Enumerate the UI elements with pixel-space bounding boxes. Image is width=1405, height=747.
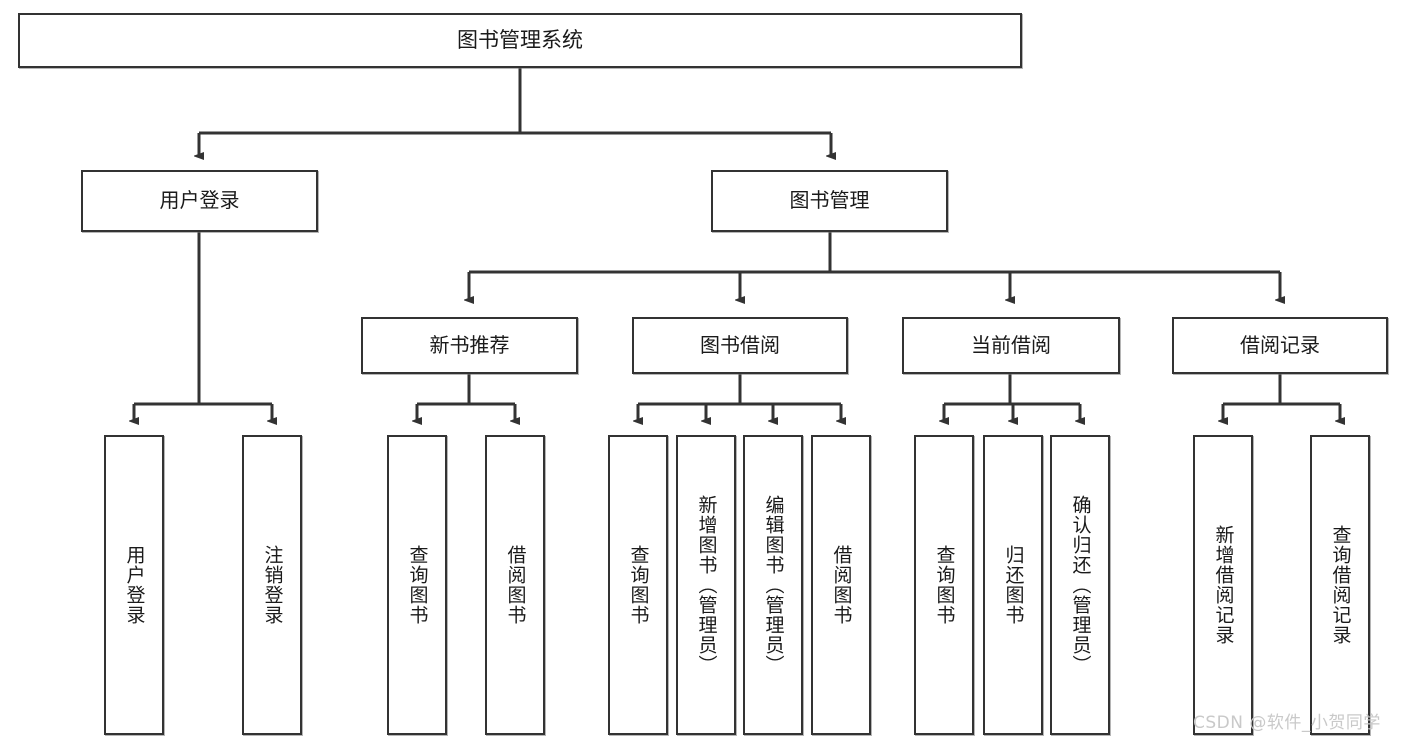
node-leaf-confirm-return[interactable]: 确认归还（管理员）: [1050, 435, 1110, 735]
node-user-login-label: 用户登录: [159, 188, 240, 213]
node-leaf-user-login[interactable]: 用户登录: [104, 435, 164, 735]
node-leaf-query-record-label: 查询借阅记录: [1329, 525, 1352, 645]
node-leaf-add-record-label: 新增借阅记录: [1212, 525, 1235, 645]
node-book-manage[interactable]: 图书管理: [711, 170, 948, 232]
node-current-borrow[interactable]: 当前借阅: [902, 317, 1120, 374]
node-current-borrow-label: 当前借阅: [971, 332, 1051, 357]
node-borrow-record[interactable]: 借阅记录: [1172, 317, 1388, 374]
node-leaf-edit-book-label: 编辑图书（管理员）: [762, 495, 785, 675]
edge-group-borrow-record: [1223, 374, 1340, 421]
node-user-login[interactable]: 用户登录: [81, 170, 318, 232]
node-root[interactable]: 图书管理系统: [18, 13, 1022, 68]
node-borrow-record-label: 借阅记录: [1240, 332, 1320, 357]
node-leaf-confirm-return-label: 确认归还（管理员）: [1069, 495, 1092, 675]
watermark: CSDN @软件_小贺同学: [1193, 713, 1381, 733]
edge-group-new-book-recommend: [417, 374, 515, 421]
edge-group-book-borrow: [638, 374, 841, 421]
node-root-label: 图书管理系统: [457, 28, 583, 53]
node-book-manage-label: 图书管理: [789, 188, 870, 213]
node-leaf-user-logout[interactable]: 注销登录: [242, 435, 302, 735]
node-leaf-query-book-3[interactable]: 查询图书: [914, 435, 974, 735]
node-leaf-query-book-1[interactable]: 查询图书: [387, 435, 447, 735]
node-leaf-query-book-2-label: 查询图书: [627, 545, 650, 625]
node-leaf-query-book-1-label: 查询图书: [406, 545, 429, 625]
node-leaf-edit-book[interactable]: 编辑图书（管理员）: [743, 435, 803, 735]
node-leaf-add-book-label: 新增图书（管理员）: [695, 495, 718, 675]
edge-group-book-manage: [469, 232, 1280, 300]
node-new-book-recommend-label: 新书推荐: [429, 332, 510, 357]
node-leaf-query-book-2[interactable]: 查询图书: [608, 435, 668, 735]
node-new-book-recommend[interactable]: 新书推荐: [361, 317, 578, 374]
edge-group-current-borrow: [944, 374, 1080, 421]
node-leaf-borrow-book-2-label: 借阅图书: [830, 545, 853, 625]
node-leaf-user-logout-label: 注销登录: [261, 545, 284, 625]
node-leaf-return-book[interactable]: 归还图书: [983, 435, 1043, 735]
edge-group-root: [199, 68, 831, 156]
node-leaf-borrow-book-2[interactable]: 借阅图书: [811, 435, 871, 735]
node-leaf-add-book[interactable]: 新增图书（管理员）: [676, 435, 736, 735]
node-leaf-query-record[interactable]: 查询借阅记录: [1310, 435, 1370, 735]
node-leaf-borrow-book-1[interactable]: 借阅图书: [485, 435, 545, 735]
node-leaf-return-book-label: 归还图书: [1002, 545, 1025, 625]
node-leaf-user-login-label: 用户登录: [123, 545, 146, 625]
node-book-borrow-label: 图书借阅: [700, 332, 780, 357]
node-leaf-borrow-book-1-label: 借阅图书: [504, 545, 527, 625]
edge-group-user-login: [134, 232, 272, 421]
node-leaf-add-record[interactable]: 新增借阅记录: [1193, 435, 1253, 735]
node-leaf-query-book-3-label: 查询图书: [933, 545, 956, 625]
node-book-borrow[interactable]: 图书借阅: [632, 317, 848, 374]
